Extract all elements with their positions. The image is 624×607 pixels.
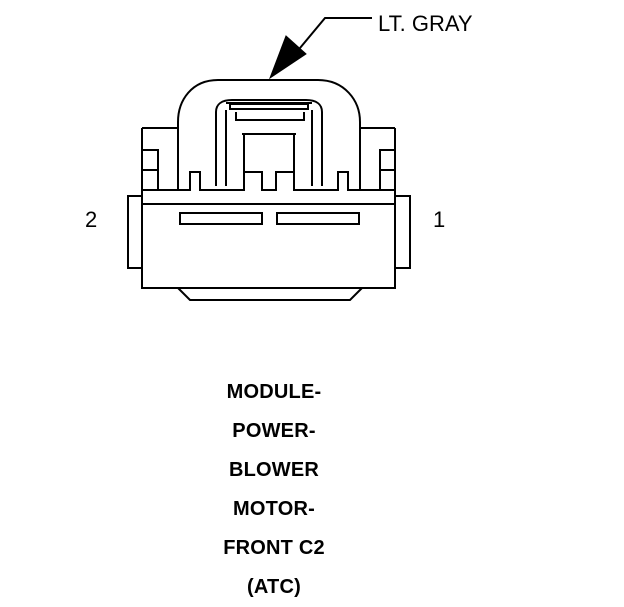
caption-line: BLOWER (228, 459, 320, 481)
caption-line: MODULE- (226, 381, 322, 403)
callout-label: LT. GRAY (378, 11, 473, 36)
connector-caption: MODULE- POWER- BLOWER MOTOR- FRONT C2 (A… (174, 373, 374, 607)
caption-line: MOTOR- (233, 498, 315, 520)
connector-face-icon (127, 79, 411, 301)
callout-arrow (268, 17, 372, 80)
pin-label-1: 1 (433, 207, 445, 232)
caption-line: (ATC) (247, 576, 301, 598)
caption-line: POWER- (232, 420, 316, 442)
pin-label-2: 2 (85, 207, 97, 232)
caption-line: FRONT C2 (223, 537, 325, 559)
